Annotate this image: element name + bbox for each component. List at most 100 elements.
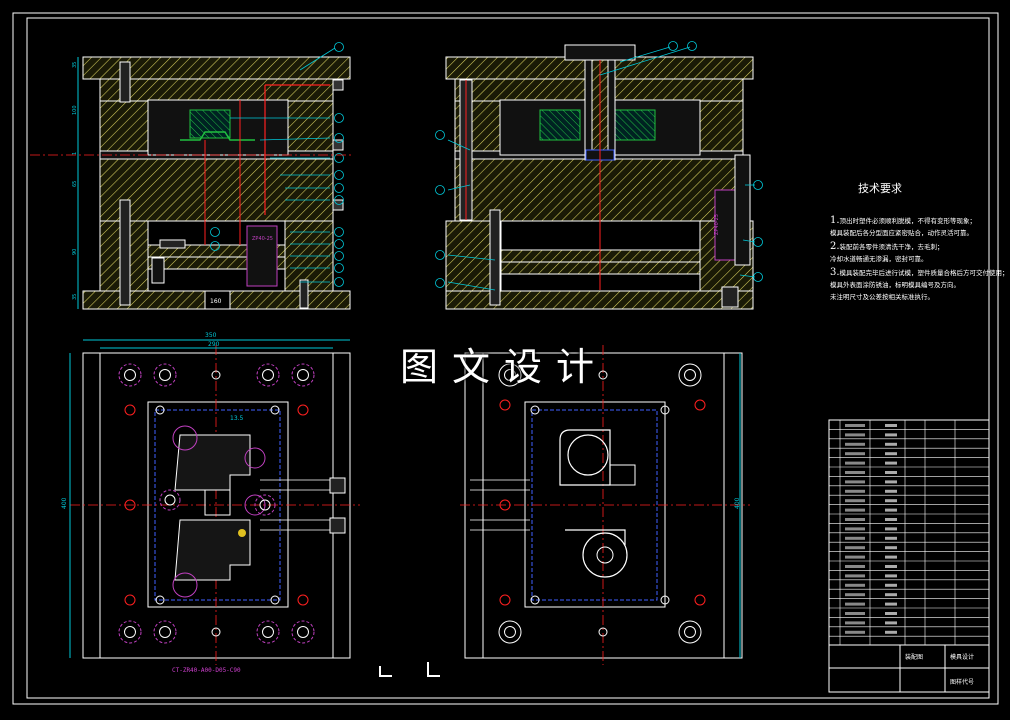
parts-cell-mark — [845, 621, 865, 625]
parts-cell-mark — [845, 471, 865, 474]
plan-hole — [124, 594, 136, 606]
parts-cell-mark — [845, 593, 865, 597]
dimension-labels: 350 290 13.5 400 400 — [61, 332, 741, 509]
drawing-name: 装配图 — [905, 654, 924, 661]
svg-text:ZP40-25: ZP40-25 — [252, 236, 273, 242]
svg-text:400: 400 — [734, 497, 741, 509]
parts-cell-mark — [885, 461, 897, 465]
plan-hole-inner — [262, 369, 274, 381]
plan-hole — [155, 405, 165, 415]
plan-hole — [498, 620, 522, 644]
balloon-marker — [334, 277, 344, 287]
parts-cell-mark — [845, 527, 865, 531]
tech-requirement-text: 模具外表面涂防锈油，标明模具编号及方向。 — [830, 281, 960, 289]
plan-hole-inner — [159, 626, 171, 638]
tech-requirement-line: 未注明尺寸及公差按相关标准执行。 — [830, 291, 934, 301]
plan-hole — [499, 594, 511, 606]
parts-cell-mark — [885, 424, 897, 427]
plan-hole — [694, 594, 706, 606]
balloon-marker — [334, 183, 344, 193]
parts-cell-mark — [845, 574, 865, 578]
parts-cell-mark — [845, 583, 865, 587]
parts-cell-mark — [845, 489, 865, 493]
plan-hole — [211, 370, 221, 380]
balloon-marker — [210, 227, 220, 237]
tech-requirement-number: 1. — [830, 215, 840, 226]
svg-text:400: 400 — [61, 497, 68, 509]
parts-cell-mark — [885, 565, 897, 568]
tech-requirement-line: 1.顶出时塑件必须顺利脱模，不得有变形等现象； — [830, 215, 976, 226]
drawing-code-label: 图样代号 — [950, 679, 975, 686]
plan-hole-inner — [124, 626, 136, 638]
plan-hole-inner — [262, 626, 274, 638]
balloon-marker — [210, 241, 220, 251]
parts-cell-mark — [885, 630, 897, 634]
balloon-marker — [668, 41, 678, 51]
plan-hole — [598, 370, 608, 380]
tech-requirement-line: 模具外表面涂防锈油，标明模具编号及方向。 — [830, 279, 960, 289]
tech-requirement-text: 未注明尺寸及公差按相关标准执行。 — [830, 293, 934, 301]
parts-cell-mark — [885, 583, 897, 587]
plan-hole — [256, 620, 280, 644]
tech-requirement-line: 模具装配后各分型面应紧密贴合，动作灵活可靠。 — [830, 227, 973, 237]
parts-cell-mark — [885, 452, 897, 456]
plan-hole — [211, 627, 221, 637]
parts-cell-mark — [885, 471, 897, 474]
plan-hole-inner — [159, 369, 171, 381]
parts-cell-mark — [845, 452, 865, 456]
plan-hole — [297, 404, 309, 416]
balloon-marker — [334, 133, 344, 143]
plan-hole — [530, 595, 540, 605]
svg-text:290: 290 — [208, 341, 220, 348]
plan-hole-inner — [297, 626, 309, 638]
parts-cell-mark — [885, 612, 897, 615]
plan-hole — [499, 499, 511, 511]
parts-cell-mark — [845, 555, 865, 559]
plan-hole-inner — [124, 369, 136, 381]
plan-hole-inner — [504, 626, 516, 638]
parts-cell-mark — [845, 499, 865, 503]
plan-hole-inner — [164, 494, 176, 506]
balloon-marker — [435, 185, 445, 195]
parts-cell-mark — [885, 508, 897, 512]
balloon-marker — [435, 130, 445, 140]
balloon-marker — [334, 251, 344, 261]
watermark-text: 图文设计 — [400, 345, 609, 389]
parts-cell-mark — [885, 480, 897, 484]
parts-cell-mark — [845, 612, 865, 615]
plan-hole — [256, 363, 280, 387]
balloon-marker — [334, 170, 344, 180]
part-code: CT-ZR40-A00-D05-C90 — [172, 667, 241, 674]
balloon-marker — [435, 250, 445, 260]
parts-cell-mark — [885, 621, 897, 625]
parts-cell-mark — [845, 565, 865, 568]
balloon-marker — [334, 239, 344, 249]
sheet-border-inner — [26, 17, 990, 699]
section-view-right: ZP40-25 — [435, 41, 763, 310]
parts-cell-mark — [845, 630, 865, 634]
plan-hole — [124, 499, 136, 511]
dimension-label: 90 — [72, 249, 78, 255]
balloon-marker — [687, 41, 697, 51]
parts-cell-mark — [845, 461, 865, 465]
parts-cell-mark — [845, 536, 865, 540]
dimension-label: 35 — [72, 62, 78, 68]
balloon-marker — [334, 153, 344, 163]
balloon-marker — [753, 237, 763, 247]
parts-cell-mark — [845, 442, 865, 446]
parts-cell-mark — [885, 442, 897, 446]
parts-cell-mark — [885, 555, 897, 559]
parts-cell-mark — [885, 536, 897, 540]
parts-cell-mark — [845, 546, 865, 550]
parts-cell-mark — [885, 602, 897, 606]
plan-hole — [270, 405, 280, 415]
parts-cell-mark — [885, 518, 897, 521]
plan-hole — [598, 627, 608, 637]
plan-hole — [499, 399, 511, 411]
plan-hole — [297, 594, 309, 606]
tech-requirement-line: 2.装配前各零件须清洗干净，去毛刺； — [830, 241, 944, 252]
parts-cell-mark — [845, 518, 865, 521]
dimension-label: 65 — [72, 181, 78, 187]
